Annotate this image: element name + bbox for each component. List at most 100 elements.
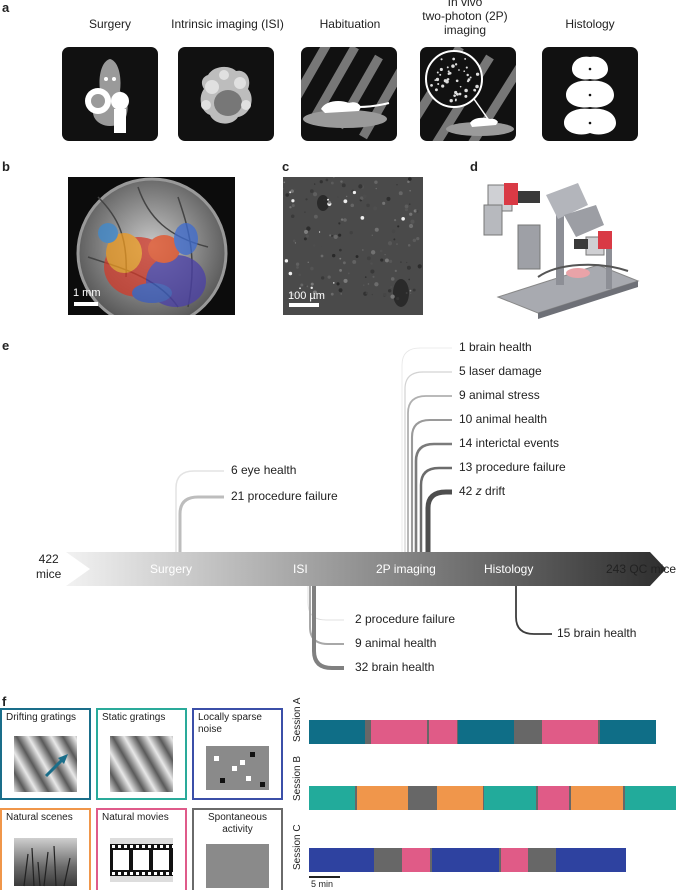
session-a-segment-drifting (309, 720, 365, 744)
stage-surgery: Surgery (150, 562, 193, 576)
session-b-segment-static (624, 786, 676, 810)
tp-branch-1 (401, 347, 452, 552)
natural-scene-image (14, 838, 77, 887)
film-strip-image (110, 838, 175, 882)
session-b-segment-scenes (436, 786, 483, 810)
rig-rendering-image (478, 175, 648, 319)
panel-label-d: d (470, 159, 478, 174)
end-count: 243 QC mice (605, 562, 676, 576)
session-c-segment-spont (498, 848, 501, 872)
gray-screen-image (206, 844, 269, 888)
session-a-segment-spont (514, 720, 543, 744)
panel-label-e: e (2, 338, 10, 353)
session-b-segment-static (309, 786, 355, 810)
session-b-segment-movies (537, 786, 570, 810)
loss-isi-2: 9 animal health (355, 636, 437, 650)
session-a-segment-drifting (599, 720, 656, 744)
session-b-segment-spont (354, 786, 357, 810)
static-grating-image (110, 736, 173, 792)
stim-drifting-label: Drifting gratings (6, 712, 77, 723)
stage-2p: 2P imaging (376, 562, 436, 576)
step-label-habituation: Habituation (319, 17, 381, 31)
stim-sparse-label: Locally sparse noise (198, 712, 262, 736)
two-photon-line-1: In vivo (447, 0, 483, 9)
stim-static-label: Static gratings (102, 712, 166, 723)
loss-2p-2: 5 laser damage (459, 364, 542, 378)
stim-sparse-line-2: noise (198, 724, 222, 735)
drift-word: drift (485, 484, 506, 498)
surgery-branch-eye (175, 470, 224, 552)
stim-spont-line-1: Spontaneous (208, 812, 267, 823)
tp-branch-3 (407, 395, 452, 552)
cortex-map-icon (178, 47, 274, 141)
loss-2p-3: 9 animal stress (459, 388, 540, 402)
session-c-segment-spont (374, 848, 402, 872)
tp-branch-4 (410, 418, 452, 552)
isi-branch-3 (312, 586, 344, 670)
drifting-grating-image (14, 736, 77, 792)
session-c-segment-spont (429, 848, 432, 872)
brain-sections-icon (542, 47, 638, 141)
pipeline-arrow (66, 552, 666, 586)
stim-movies-label: Natural movies (102, 812, 169, 823)
loss-2p-1: 1 brain health (459, 340, 532, 354)
session-c-segment-spont (528, 848, 557, 872)
stim-sparse-noise: Locally sparse noise (192, 708, 283, 800)
session-c-segment-movies (500, 848, 529, 872)
tp-branch-5 (414, 442, 452, 552)
loss-2p-4: 10 animal health (459, 412, 548, 426)
two-photon-line-2: two-photon (2P) (422, 9, 508, 23)
stage-histology: Histology (484, 562, 534, 576)
session-c-segment-movies (401, 848, 430, 872)
step-label-histology: Histology (565, 17, 615, 31)
session-b-segment-spont (535, 786, 538, 810)
stim-natural-scenes: Natural scenes (0, 808, 91, 890)
loss-surgery-1: 6 eye health (231, 463, 297, 477)
drift-count: 42 (459, 484, 473, 498)
loss-2p-5: 14 interictal events (459, 436, 560, 450)
stim-sparse-line-1: Locally sparse (198, 712, 262, 723)
session-b-timeline (309, 786, 685, 810)
session-b-label: Session B (292, 755, 303, 801)
panel-label-a: a (2, 0, 10, 15)
mouse-head-window-icon (62, 47, 158, 141)
session-c-label: Session C (292, 824, 303, 870)
time-scale-bar (309, 876, 340, 878)
loss-surgery-2: 21 procedure failure (231, 489, 338, 503)
mouse-habituation-icon (301, 47, 397, 141)
drift-z: z (475, 484, 482, 498)
loss-2p-drift: 42 z drift (459, 484, 505, 498)
step-label-surgery: Surgery (88, 17, 132, 31)
stim-drifting-gratings: Drifting gratings (0, 708, 91, 800)
loss-2p-6: 13 procedure failure (459, 460, 566, 474)
session-a-segment-movies (542, 720, 598, 744)
scale-bar-c-label: 100 µm (288, 290, 325, 302)
sparse-noise-image (206, 746, 269, 790)
tp-branch-6 (419, 466, 452, 552)
tp-branch-drift (425, 489, 452, 552)
session-b-segment-spont (482, 786, 485, 810)
session-a-segment-movies (370, 720, 427, 744)
session-c-segment-sparse (556, 848, 626, 872)
start-count-unit: mice (36, 567, 62, 581)
time-scale-label: 5 min (311, 879, 334, 889)
stim-spont-label: Spontaneous activity (194, 812, 281, 836)
session-a-segment-spont (456, 720, 459, 744)
session-a-segment-movies (428, 720, 457, 744)
isi-retinotopic-image: 1 mm (68, 177, 235, 315)
session-b-segment-scenes (571, 786, 623, 810)
two-photon-fov-image: 100 µm (283, 177, 423, 315)
stim-scenes-label: Natural scenes (6, 812, 73, 823)
stim-spont-line-2: activity (222, 824, 253, 835)
loss-isi-3: 32 brain health (355, 660, 435, 674)
loss-isi-1: 2 procedure failure (355, 612, 456, 626)
session-b-segment-spont (622, 786, 625, 810)
step-label-two-photon: In vivo two-photon (2P) imaging (405, 0, 525, 37)
session-b-segment-spont (408, 786, 437, 810)
session-a-segment-spont (597, 720, 600, 744)
session-c-segment-sparse (309, 848, 375, 872)
session-a-segment-drifting (458, 720, 515, 744)
scale-bar-b-label: 1 mm (73, 287, 101, 299)
session-a-segment-spont (426, 720, 429, 744)
